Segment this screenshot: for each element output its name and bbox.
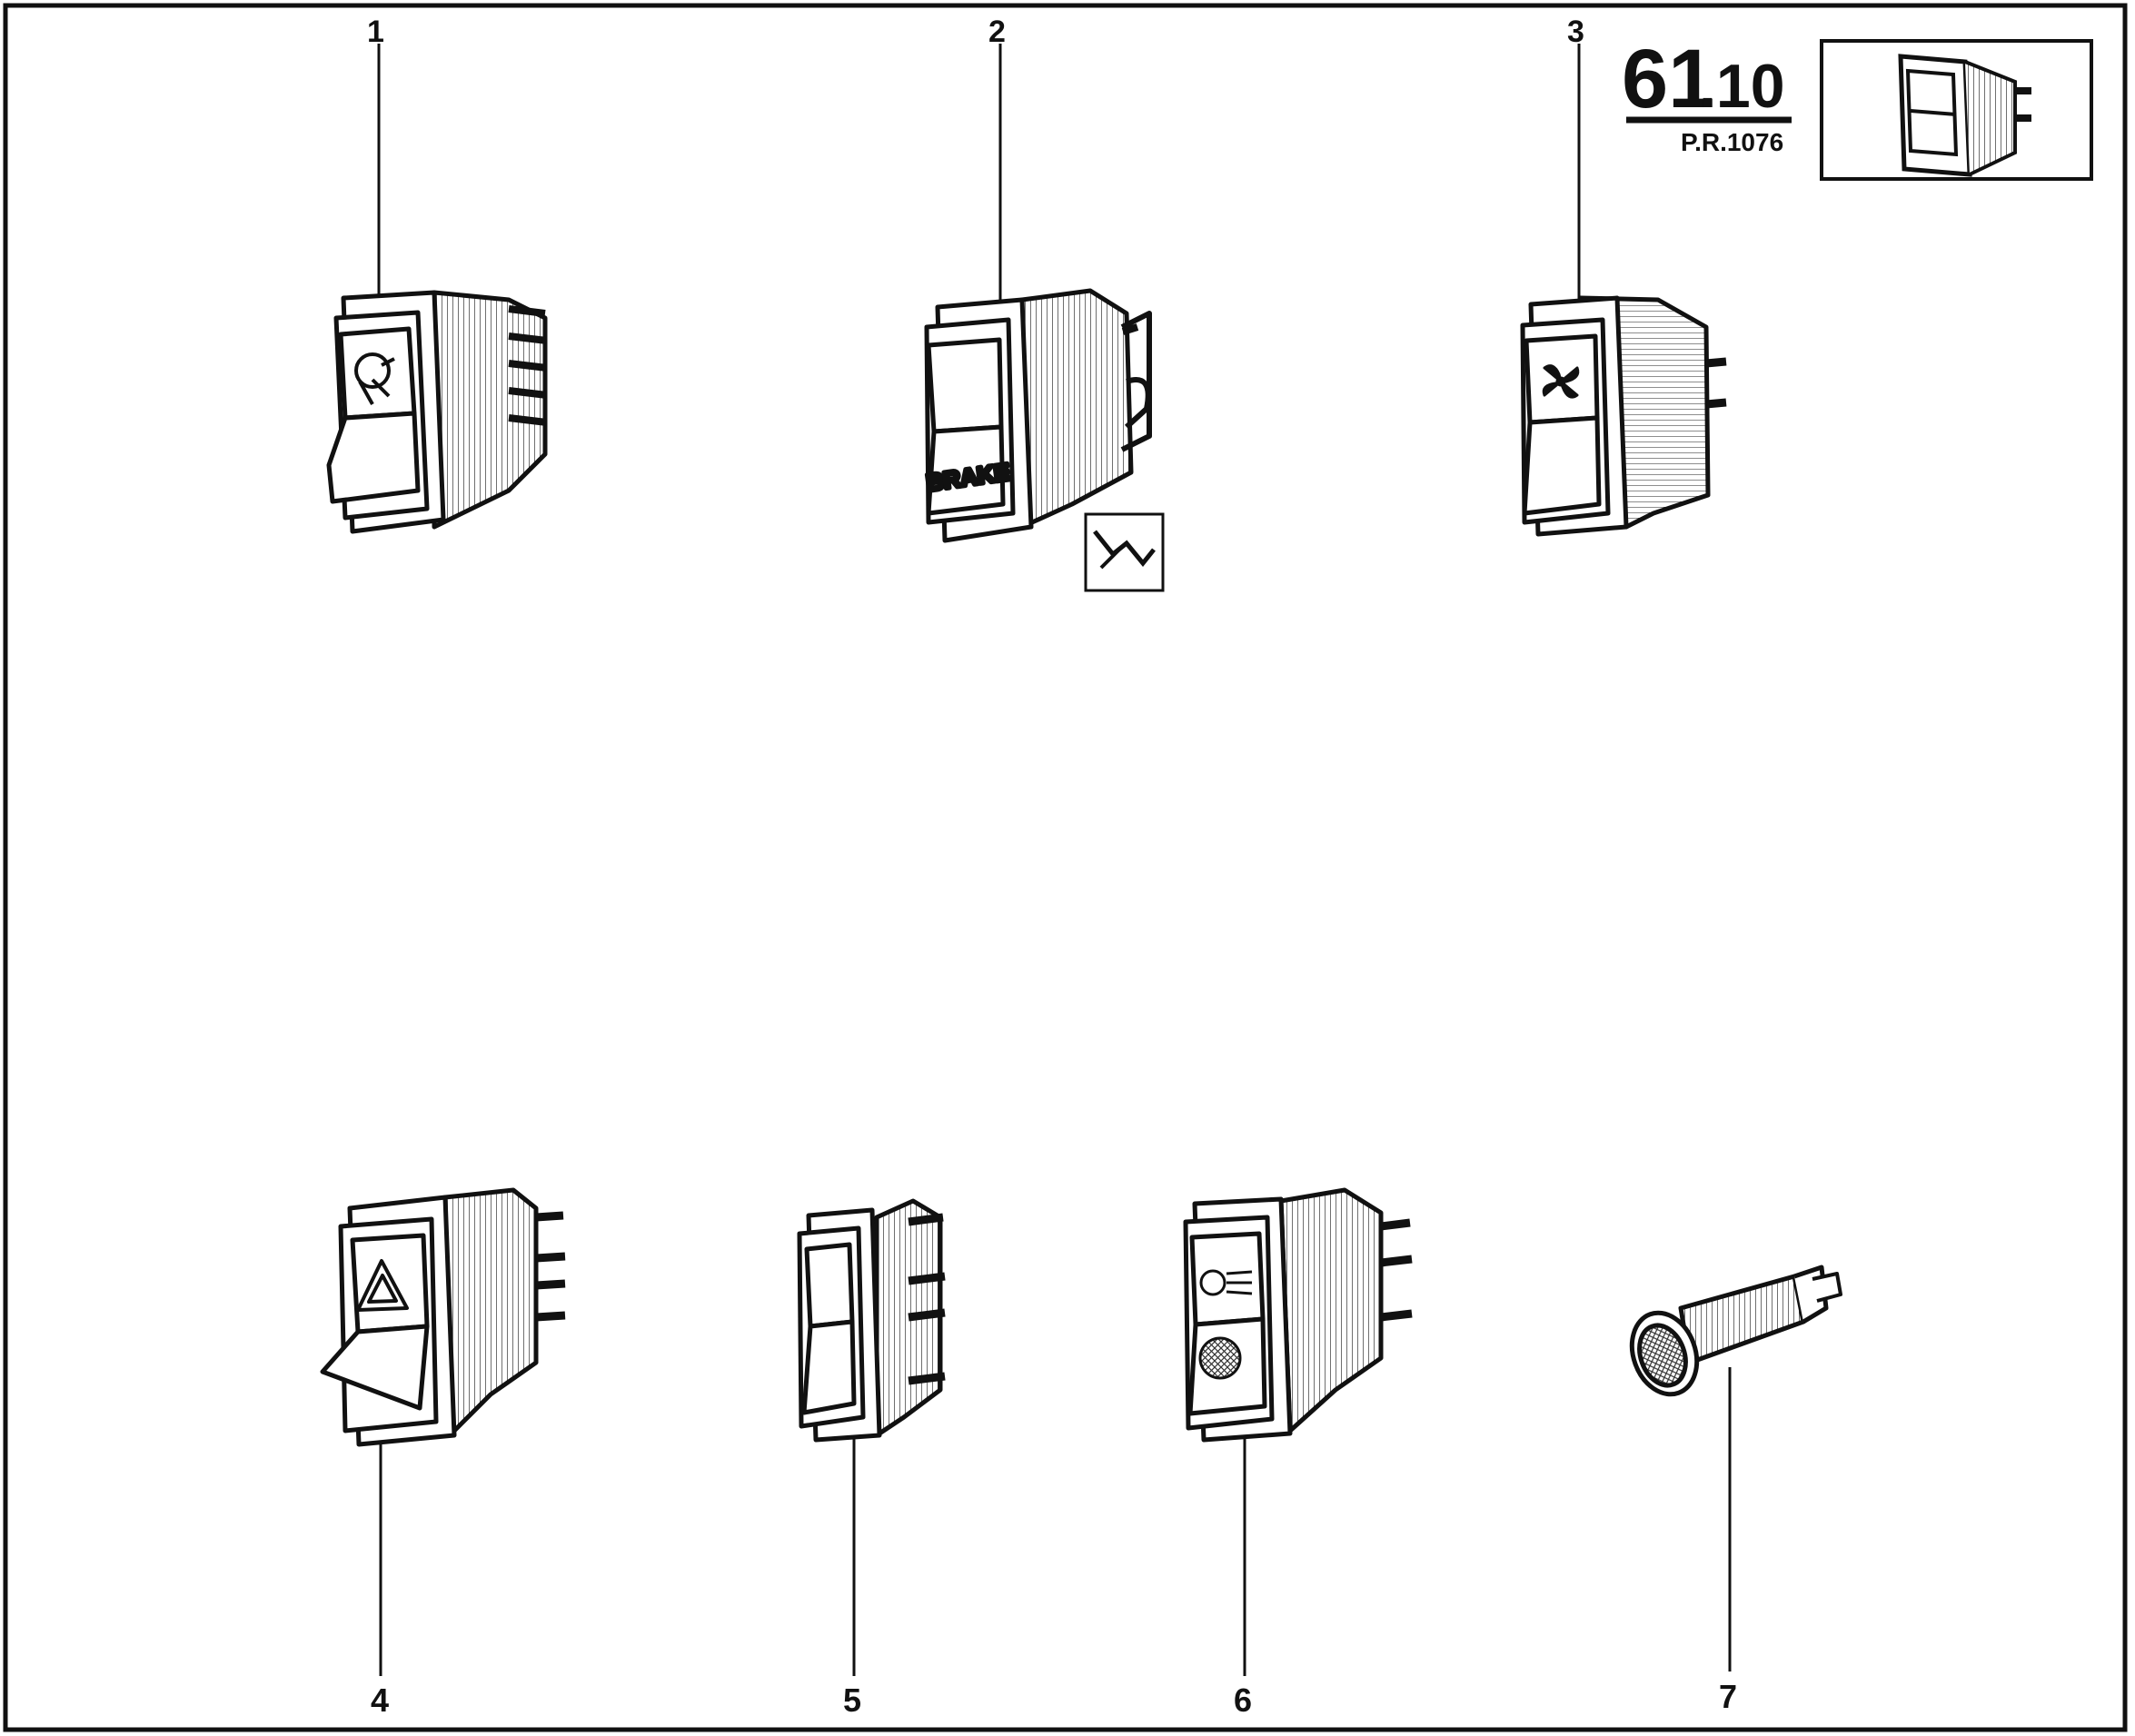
switch-2: BRAKE [922,288,1152,543]
person-seat-icon [354,352,395,405]
rocker-switch-thumbnail-icon [1898,54,2031,177]
indicator-lamp-socket [1629,1265,1842,1397]
callout-7: 7 [1719,1678,1737,1715]
leader-lines [377,44,1732,1676]
switch-1 [326,290,548,534]
switch-3 [1520,295,1727,537]
callout-6: 6 [1234,1681,1252,1719]
part-reference: P.R.1076 [1681,128,1783,156]
hazard-triangle-icon [356,1259,409,1312]
callout-4: 4 [371,1681,389,1719]
fan-icon [1542,364,1580,399]
page-reference: 61 .10 P.R.1076 [1622,33,1792,156]
page-border [3,3,2128,1732]
thumbnail-box [1820,39,2093,181]
wire-connector-icon [1084,512,1165,592]
subsection-number: .10 [1699,52,1785,121]
switch-4 [320,1187,566,1447]
switch-6 [1183,1187,1413,1443]
callout-1: 1 [367,15,384,49]
callout-2: 2 [988,15,1006,49]
switch-5 [797,1198,946,1443]
callout-5: 5 [843,1681,861,1719]
callout-3: 3 [1567,15,1584,49]
section-number: 61 [1622,33,1714,125]
light-bulb-icon [1198,1269,1253,1380]
